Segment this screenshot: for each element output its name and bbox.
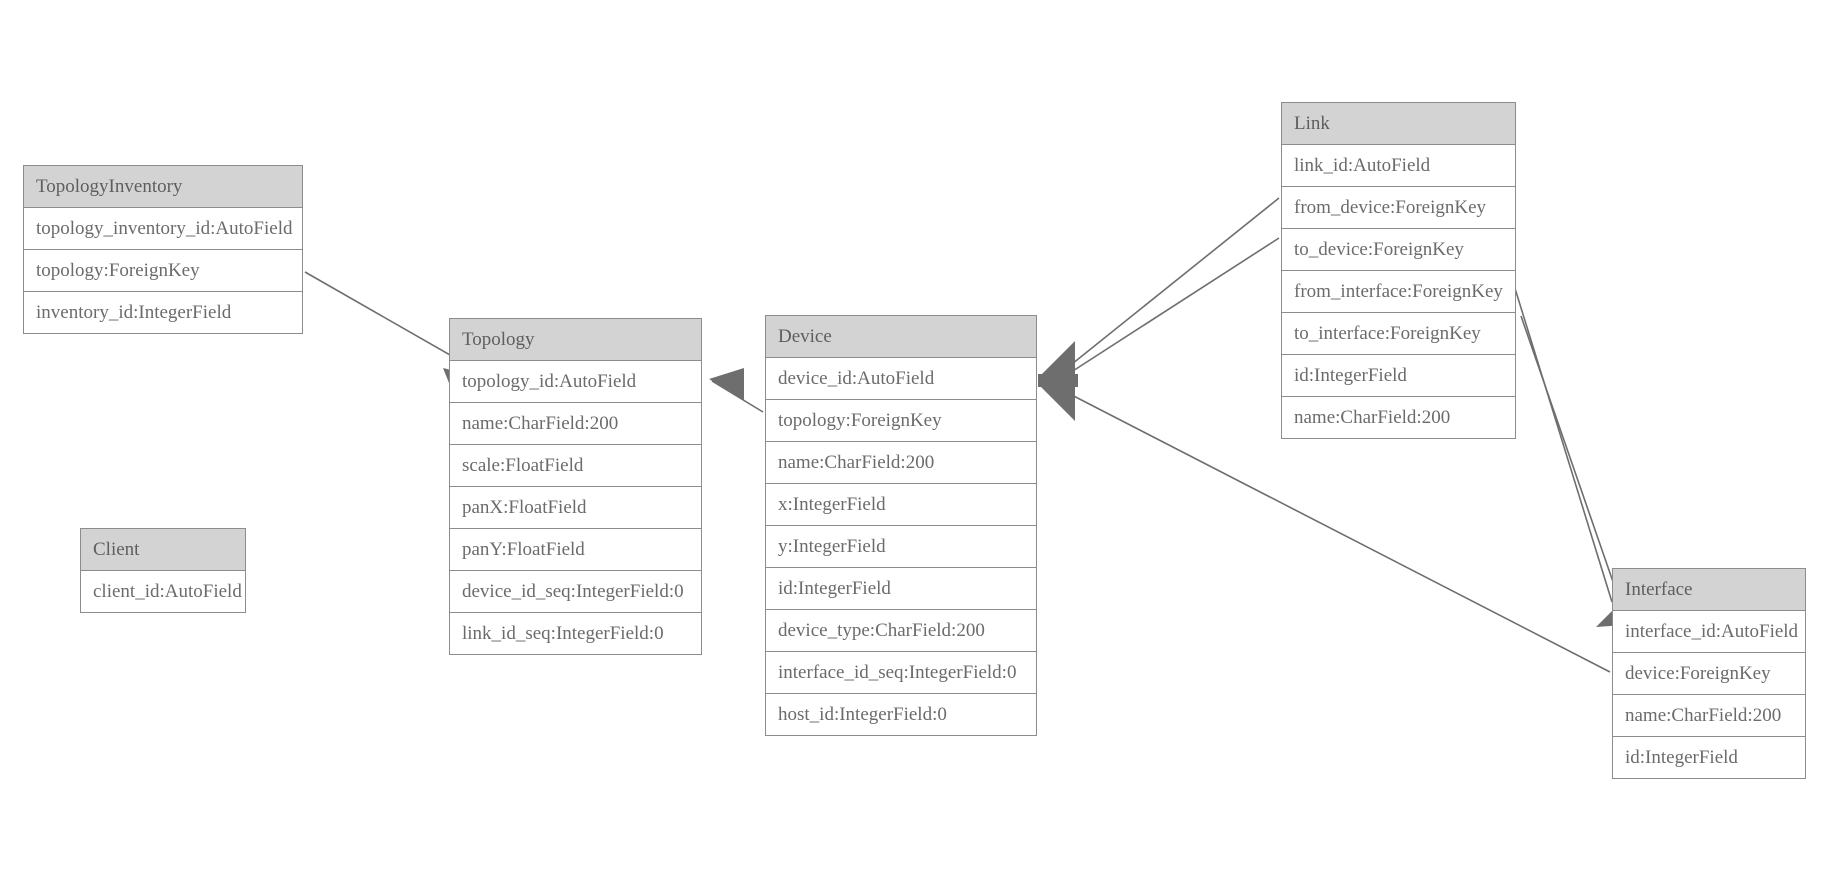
entity-field-row: topology:ForeignKey	[24, 250, 302, 292]
entity-field-row: panX:FloatField	[450, 487, 701, 529]
entity-field-row: from_device:ForeignKey	[1282, 187, 1515, 229]
arrowhead-device-incoming	[1038, 341, 1078, 421]
entity-field-row: host_id:IntegerField:0	[766, 694, 1036, 736]
entity-field-row: device_type:CharField:200	[766, 610, 1036, 652]
entity-field-row: to_device:ForeignKey	[1282, 229, 1515, 271]
entity-field-row: topology:ForeignKey	[766, 400, 1036, 442]
entity-field-row: link_id_seq:IntegerField:0	[450, 613, 701, 655]
entity-field-row: scale:FloatField	[450, 445, 701, 487]
entity-title-interface: Interface	[1613, 569, 1805, 611]
entity-title-topology: Topology	[450, 319, 701, 361]
entity-field-row: x:IntegerField	[766, 484, 1036, 526]
edge-link-to-device	[1061, 237, 1280, 379]
entity-field-row: name:CharField:200	[1613, 695, 1805, 737]
entity-title-link: Link	[1282, 103, 1515, 145]
edge-link-from-interface	[1512, 281, 1613, 603]
entity-field-row: y:IntegerField	[766, 526, 1036, 568]
entity-field-row: id:IntegerField	[1282, 355, 1515, 397]
entity-title-device: Device	[766, 316, 1036, 358]
entity-field-row: name:CharField:200	[450, 403, 701, 445]
entity-field-row: link_id:AutoField	[1282, 145, 1515, 187]
entity-field-row: device:ForeignKey	[1613, 653, 1805, 695]
entity-title-topology_inventory: TopologyInventory	[24, 166, 302, 208]
entity-field-row: client_id:AutoField	[81, 571, 245, 613]
entity-field-row: interface_id_seq:IntegerField:0	[766, 652, 1036, 694]
entity-field-row: id:IntegerField	[766, 568, 1036, 610]
entity-field-row: interface_id:AutoField	[1613, 611, 1805, 653]
entity-field-row: from_interface:ForeignKey	[1282, 271, 1515, 313]
entity-field-row: inventory_id:IntegerField	[24, 292, 302, 334]
edge-device-topology	[709, 368, 764, 413]
entity-field-row: device_id_seq:IntegerField:0	[450, 571, 701, 613]
edge-link-to-interface	[1520, 315, 1621, 603]
entity-field-row: topology_inventory_id:AutoField	[24, 208, 302, 250]
entity-field-row: name:CharField:200	[1282, 397, 1515, 439]
entity-title-client: Client	[81, 529, 245, 571]
entity-field-row: device_id:AutoField	[766, 358, 1036, 400]
entity-field-row: panY:FloatField	[450, 529, 701, 571]
entity-field-row: name:CharField:200	[766, 442, 1036, 484]
edge-link-from-device	[1061, 197, 1280, 373]
entity-field-row: topology_id:AutoField	[450, 361, 701, 403]
entity-field-row: to_interface:ForeignKey	[1282, 313, 1515, 355]
entity-field-row: id:IntegerField	[1613, 737, 1805, 779]
